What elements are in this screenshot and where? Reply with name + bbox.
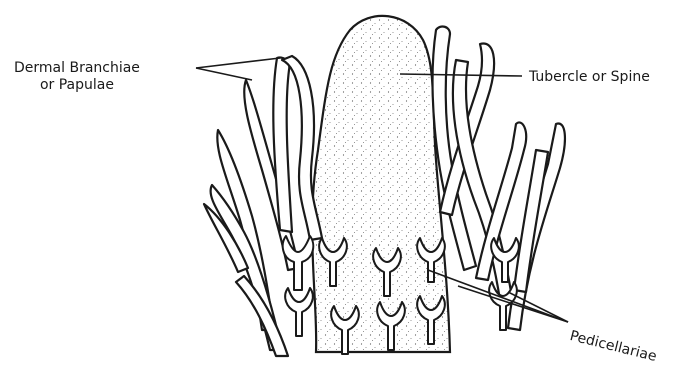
pedicellaria <box>285 288 313 336</box>
label-tubercle-spine: Tubercle or Spine <box>529 69 650 86</box>
label-dermal-branchiae: Dermal Branchiae or Papulae <box>14 60 140 94</box>
label-dermal-line1: Dermal Branchiae <box>14 60 140 77</box>
dermal-leader-1 <box>196 58 280 68</box>
label-dermal-line2: or Papulae <box>14 77 140 94</box>
dermal-leader-2 <box>196 68 252 80</box>
tubercle-spine <box>312 16 450 352</box>
